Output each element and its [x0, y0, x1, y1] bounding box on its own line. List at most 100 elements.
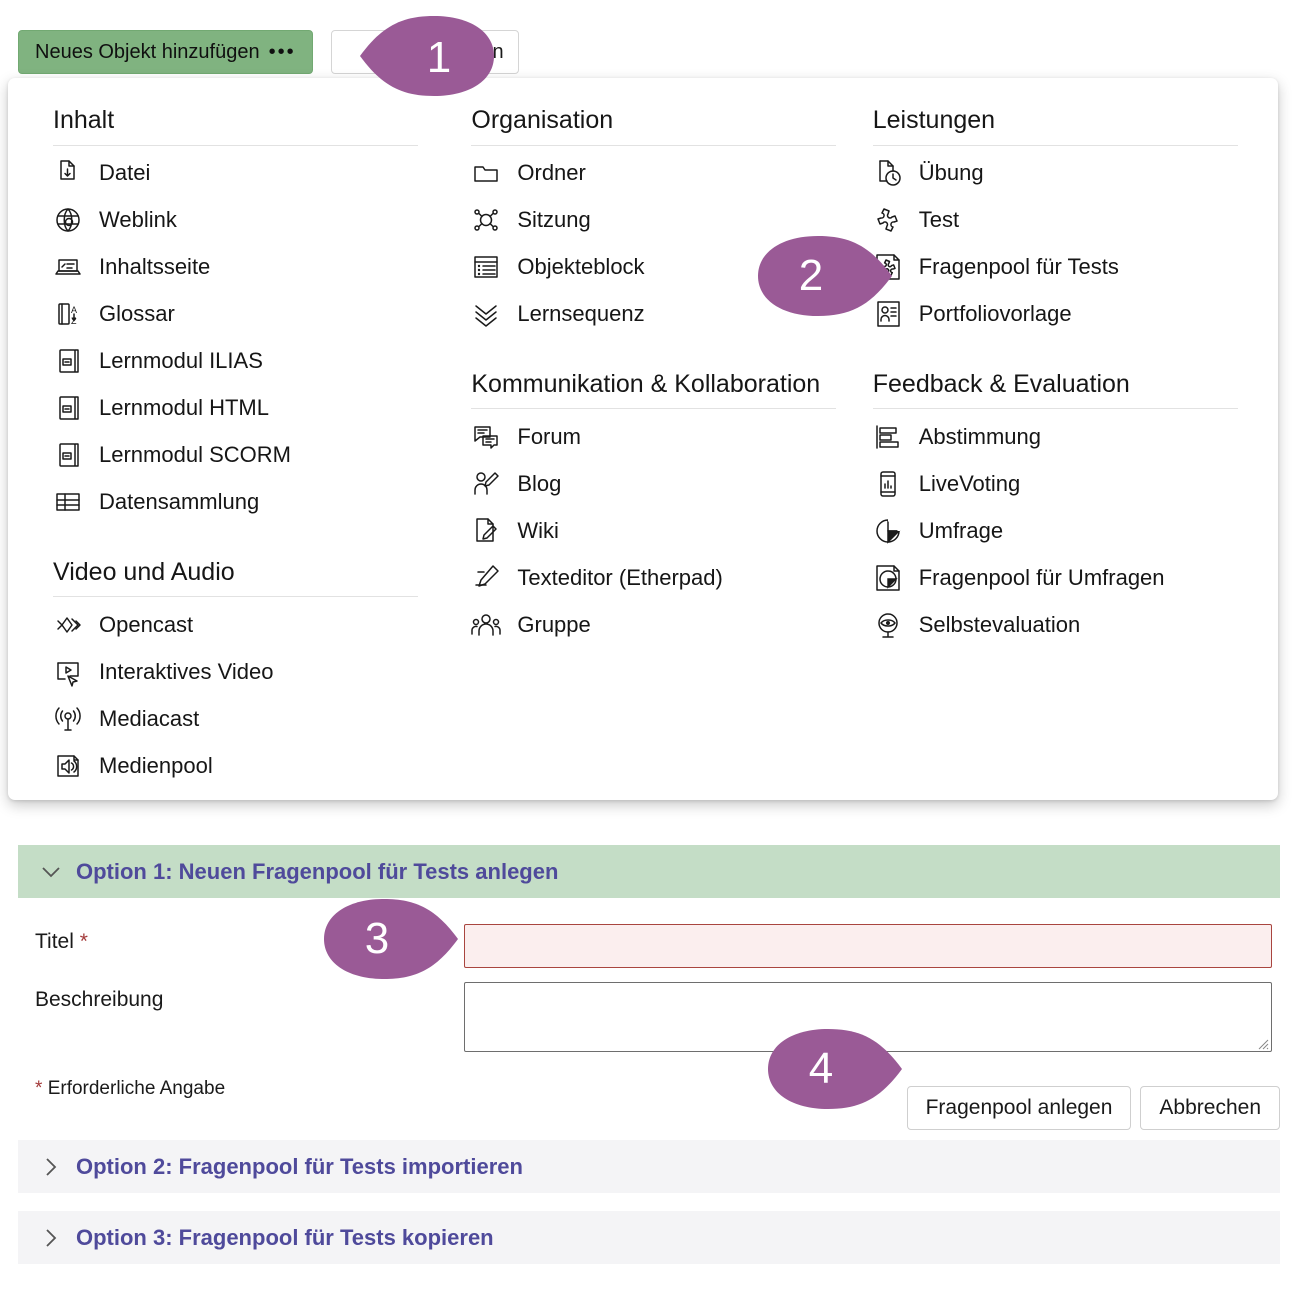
menu-item[interactable]: Mediacast: [53, 695, 431, 742]
learning-module-icon: [53, 346, 83, 376]
menu-item[interactable]: Test: [873, 197, 1278, 244]
menu-item[interactable]: Blog: [471, 460, 854, 507]
menu-item[interactable]: Lernmodul SCORM: [53, 432, 431, 479]
required-hint-text: Erforderliche Angabe: [47, 1078, 226, 1099]
menu-item-label: Inhaltsseite: [99, 254, 211, 279]
menu-item[interactable]: Sitzung: [471, 197, 854, 244]
menu-item[interactable]: Weblink: [53, 197, 431, 244]
accordion-header-option1[interactable]: Option 1: Neuen Fragenpool für Tests anl…: [18, 845, 1280, 898]
menu-item-label: Medienpool: [99, 752, 213, 778]
accordion-header-option2[interactable]: Option 2: Fragenpool für Tests importier…: [18, 1140, 1280, 1193]
menu-item[interactable]: Selbstevaluation: [873, 601, 1278, 648]
menu-item-label: Wiki: [517, 517, 559, 543]
menu-item[interactable]: Wiki: [471, 507, 854, 554]
menu-item-label: Fragenpool für Tests: [918, 254, 1119, 279]
menu-item-label: Fragenpool für Umfragen: [918, 564, 1165, 590]
manage-button[interactable]: alten: [330, 30, 519, 74]
description-field-label: Beschreibung: [35, 988, 164, 1011]
title-input[interactable]: [464, 924, 1272, 968]
menu-item[interactable]: LiveVoting: [873, 460, 1278, 507]
add-object-label: Neues Objekt hinzufügen: [35, 40, 260, 63]
forum-speech-bubbles-icon: [471, 422, 501, 452]
menu-item[interactable]: Objekteblock: [471, 244, 854, 291]
menu-item[interactable]: Lernmodul ILIAS: [53, 338, 431, 385]
menu-item[interactable]: Abstimmung: [873, 413, 1278, 460]
wiki-page-pen-icon: [471, 516, 501, 546]
learning-sequence-chevrons-icon: [471, 299, 501, 329]
required-asterisk: *: [79, 930, 88, 953]
option1-form: Titel * Beschreibung * Erforderliche Ang…: [18, 898, 1280, 1130]
add-object-button[interactable]: Neues Objekt hinzufügen •••: [18, 30, 313, 74]
menu-item[interactable]: Medienpool: [53, 742, 431, 789]
required-hint-asterisk: *: [35, 1078, 43, 1099]
menu-item[interactable]: Lernsequenz: [471, 291, 854, 338]
object-block-list-icon: [471, 252, 501, 282]
menu-item-label: Objekteblock: [517, 254, 645, 279]
menu-item-label: Lernsequenz: [517, 301, 645, 326]
group-people-icon: [471, 610, 502, 640]
menu-item[interactable]: Fragenpool für Tests: [873, 244, 1278, 291]
menu-item[interactable]: Opencast: [53, 601, 431, 648]
menu-item[interactable]: Gruppe: [471, 601, 854, 648]
live-voting-phone-icon: [873, 469, 903, 499]
title-field-row: Titel *: [18, 924, 1280, 968]
menu-group-title: Inhalt: [53, 106, 418, 146]
menu-item-label: Texteditor (Etherpad): [517, 564, 723, 590]
cancel-button[interactable]: Abbrechen: [1140, 1086, 1280, 1130]
menu-item-label: Selbstevaluation: [918, 611, 1081, 637]
menu-item[interactable]: Inhaltsseite: [53, 244, 431, 291]
test-puzzle-icon: [873, 205, 903, 235]
session-nodes-icon: [471, 205, 501, 235]
accordion-title-option1: Option 1: Neuen Fragenpool für Tests anl…: [76, 858, 559, 884]
menu-item[interactable]: Datensammlung: [53, 479, 431, 526]
menu-item-label: LiveVoting: [918, 470, 1021, 496]
menu-item[interactable]: Umfrage: [873, 507, 1278, 554]
menu-item[interactable]: Datei: [53, 150, 431, 197]
form-button-row: Fragenpool anlegen Abbrechen: [906, 1086, 1280, 1130]
menu-item-label: Abstimmung: [918, 423, 1042, 449]
menu-item[interactable]: Texteditor (Etherpad): [471, 554, 854, 601]
broadcast-antenna-icon: [53, 704, 83, 734]
chevron-right-icon: [40, 1156, 62, 1178]
content-page-icon: [53, 252, 83, 282]
portfolio-template-icon: [873, 299, 903, 329]
options-accordion: Option 1: Neuen Fragenpool für Tests anl…: [18, 845, 1280, 1264]
blog-person-pen-icon: [471, 469, 501, 499]
folder-icon: [471, 158, 501, 188]
globe-link-icon: [53, 205, 83, 235]
menu-item[interactable]: Fragenpool für Umfragen: [873, 554, 1278, 601]
menu-item[interactable]: Forum: [471, 413, 854, 460]
menu-item-label: Glossar: [99, 301, 175, 326]
menu-item-label: Lernmodul ILIAS: [99, 348, 263, 373]
menu-item-label: Sitzung: [517, 207, 591, 232]
menu-item-label: Übung: [918, 160, 984, 185]
menu-item-label: Datensammlung: [99, 489, 260, 514]
menu-item[interactable]: Interaktives Video: [53, 648, 431, 695]
menu-item[interactable]: Ordner: [471, 150, 854, 197]
menu-item[interactable]: Übung: [873, 150, 1278, 197]
menu-group-title: Feedback & Evaluation: [872, 370, 1238, 409]
chevron-right-icon: [40, 1227, 62, 1249]
menu-item-label: Interaktives Video: [99, 658, 274, 684]
opencast-diamonds-icon: [53, 610, 83, 640]
resize-grip-icon[interactable]: [1257, 1038, 1269, 1050]
menu-item[interactable]: Portfoliovorlage: [873, 291, 1278, 338]
accordion-header-option3[interactable]: Option 3: Fragenpool für Tests kopieren: [18, 1211, 1280, 1264]
menu-item-label: Umfrage: [918, 517, 1004, 543]
menu-item-label: Mediacast: [99, 705, 200, 731]
description-textarea[interactable]: [464, 982, 1272, 1052]
accordion-section-option3: Option 3: Fragenpool für Tests kopieren: [18, 1211, 1280, 1264]
menu-item[interactable]: Lernmodul HTML: [53, 385, 431, 432]
create-question-pool-button[interactable]: Fragenpool anlegen: [906, 1086, 1132, 1130]
svg-text:A: A: [71, 305, 77, 315]
